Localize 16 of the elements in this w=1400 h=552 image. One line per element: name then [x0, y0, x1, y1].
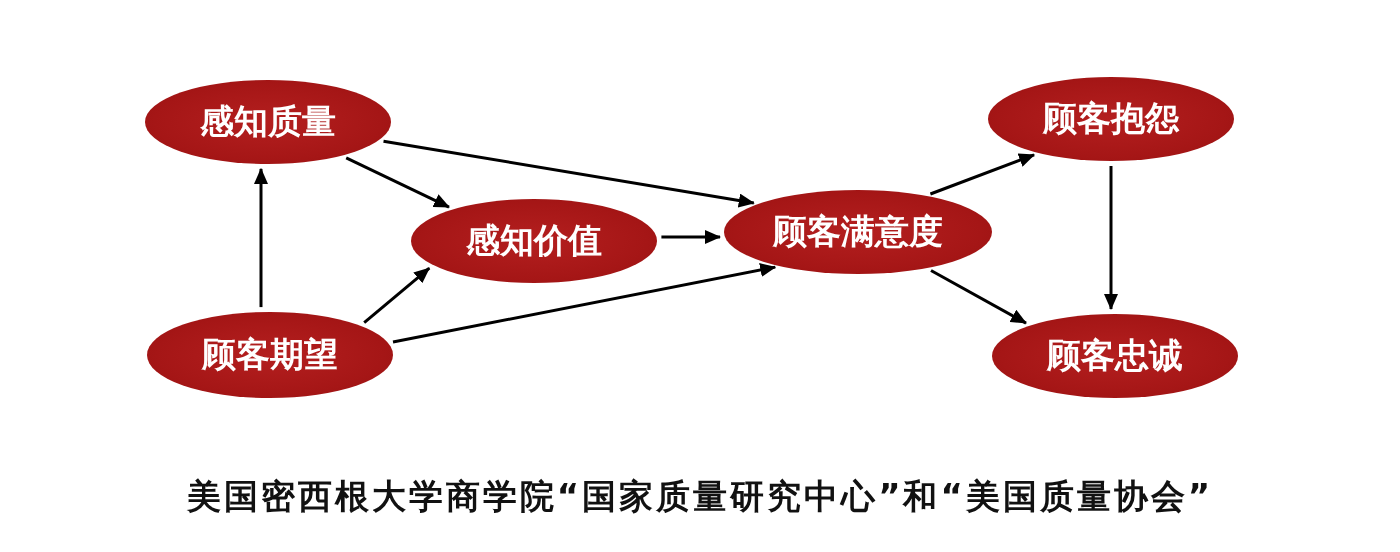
arrow [363, 267, 431, 324]
caption: 美国密西根大学商学院“国家质量研究中心”和“美国质量协会” [186, 475, 1214, 518]
arrow [392, 263, 777, 344]
arrow [254, 167, 268, 308]
ellipse-node: 感知质量 [145, 80, 391, 164]
arrow [661, 230, 721, 244]
arrow [1104, 166, 1118, 310]
arrow [929, 153, 1036, 196]
arrow [383, 139, 755, 208]
arrow [930, 269, 1027, 325]
ellipse-node: 顾客忠诚 [992, 314, 1238, 398]
arrow [345, 156, 450, 209]
ellipse-node: 顾客抱怨 [988, 77, 1234, 161]
ellipse-node: 顾客满意度 [724, 190, 992, 274]
ellipse-node: 感知价值 [411, 199, 657, 283]
ellipse-node: 顾客期望 [147, 312, 393, 398]
